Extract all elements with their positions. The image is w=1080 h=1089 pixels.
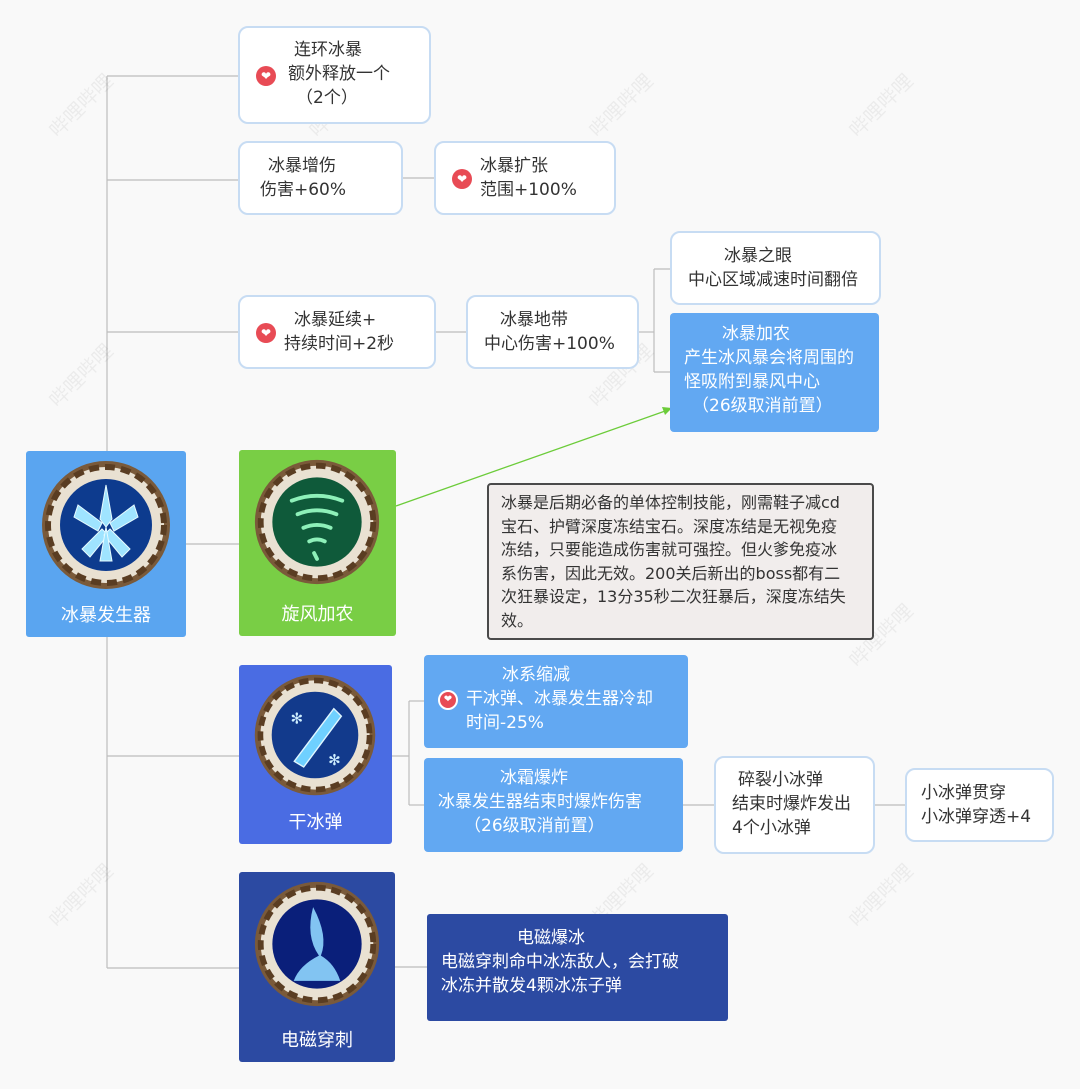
node-line: （26级取消前置）: [692, 396, 833, 416]
node-em-burst-ice[interactable]: 电磁爆冰 电磁穿刺命中冰冻敌人，会打破 冰冻并散发4颗冰冻子弹: [427, 914, 728, 1021]
note-line: 宝石、护臂深度冻结宝石。深度冻结是无视免疫: [501, 516, 838, 536]
note-line: 效。: [501, 610, 534, 630]
note-line: 系伤害，因此无效。200关后新出的boss都有二: [501, 563, 841, 583]
skill-em-pierce[interactable]: 电磁穿刺: [239, 872, 395, 1062]
node-line: 4个小冰弹: [732, 818, 811, 838]
note-line: 冻结，只要能造成伤害就可强控。但火爹免疫冰: [501, 540, 838, 559]
node-line: 伤害+60%: [260, 180, 347, 200]
node-line: 范围+100%: [480, 180, 577, 200]
node-line: 小冰弹穿透+4: [921, 807, 1032, 827]
node-line: （26级取消前置）: [464, 816, 605, 836]
note-line: 次狂暴设定，13分35秒二次狂暴后，深度冻结失: [501, 587, 846, 606]
node-blizzard-cannon[interactable]: 冰暴加农 产生冰风暴会将周围的 怪吸附到暴风中心 （26级取消前置）: [670, 313, 879, 432]
node-ice-reduction[interactable]: ❤ 冰系缩减 干冰弹、冰暴发生器冷却 时间-25%: [424, 655, 688, 748]
node-line: 中心区域减速时间翻倍: [688, 270, 858, 290]
skill-ice-generator[interactable]: 冰暴发生器: [26, 451, 186, 637]
node-line: （2个）: [296, 88, 358, 108]
skill-dry-ice-bullet[interactable]: ✻ ✻ 干冰弹: [239, 665, 392, 844]
strategy-note: 冰暴是后期必备的单体控制技能，刚需鞋子减cd 宝石、护臂深度冻结宝石。深度冻结是…: [487, 483, 874, 640]
node-frost-explosion[interactable]: 冰霜爆炸 冰暴发生器结束时爆炸伤害 （26级取消前置）: [424, 758, 683, 852]
node-blizzard-expand[interactable]: ❤ 冰暴扩张 范围+100%: [434, 141, 616, 215]
node-line: 冰系缩减: [502, 665, 570, 685]
node-pellet-pierce[interactable]: 小冰弹贯穿 小冰弹穿透+4: [905, 768, 1054, 842]
node-line: 冰暴发生器结束时爆炸伤害: [438, 792, 642, 812]
node-line: 中心伤害+100%: [484, 334, 615, 354]
node-blizzard-extend[interactable]: ❤ 冰暴延续+ 持续时间+2秒: [238, 295, 436, 369]
node-line: 干冰弹、冰暴发生器冷却: [466, 689, 653, 709]
svg-text:✻: ✻: [328, 751, 341, 769]
node-damage-boost[interactable]: 冰暴增伤 伤害+60%: [238, 141, 403, 215]
node-blizzard-eye[interactable]: 冰暴之眼 中心区域减速时间翻倍: [670, 231, 881, 305]
note-line: 冰暴是后期必备的单体控制技能，刚需鞋子减cd: [501, 493, 840, 512]
ice-bullet-icon: ✻ ✻: [254, 674, 376, 796]
electric-burst-icon: [254, 881, 380, 1007]
skill-name: 干冰弹: [288, 812, 343, 833]
heart-icon: ❤: [256, 66, 276, 86]
svg-text:✻: ✻: [291, 710, 304, 728]
node-line: 持续时间+2秒: [284, 334, 395, 354]
node-line: 冰霜爆炸: [500, 768, 568, 788]
node-line: 额外释放一个: [288, 64, 390, 84]
node-line: 电磁爆冰: [517, 928, 585, 948]
node-line: 产生冰风暴会将周围的: [684, 348, 854, 368]
node-chain-blizzard[interactable]: ❤ 连环冰暴 额外释放一个 （2个）: [238, 26, 431, 124]
node-line: 碎裂小冰弹: [738, 770, 823, 790]
tornado-icon: [254, 459, 380, 585]
node-blizzard-zone[interactable]: 冰暴地带 中心伤害+100%: [466, 295, 639, 369]
node-line: 冰暴延续+: [294, 310, 377, 330]
node-line: 冰冻并散发4颗冰冻子弹: [441, 976, 622, 996]
heart-icon: ❤: [438, 690, 458, 710]
skill-name: 电磁穿刺: [281, 1030, 353, 1051]
node-shatter-pellets[interactable]: 碎裂小冰弹 结束时爆炸发出 4个小冰弹: [714, 756, 875, 854]
ice-crystal-icon: [42, 461, 170, 589]
node-line: 冰暴扩张: [480, 156, 548, 176]
heart-icon: ❤: [452, 169, 472, 189]
skill-name: 冰暴发生器: [61, 605, 151, 626]
node-line: 冰暴加农: [722, 324, 790, 344]
node-line: 结束时爆炸发出: [732, 794, 851, 814]
node-line: 冰暴增伤: [268, 156, 336, 176]
heart-icon: ❤: [256, 323, 276, 343]
skill-name: 旋风加农: [281, 604, 354, 625]
node-line: 连环冰暴: [294, 40, 362, 60]
node-line: 冰暴地带: [500, 310, 568, 330]
node-line: 时间-25%: [466, 713, 544, 733]
node-line: 冰暴之眼: [724, 246, 792, 266]
node-line: 怪吸附到暴风中心: [684, 372, 820, 392]
node-line: 电磁穿刺命中冰冻敌人，会打破: [441, 952, 679, 972]
skill-whirlwind-cannon[interactable]: 旋风加农: [239, 450, 396, 636]
node-line: 小冰弹贯穿: [921, 783, 1006, 803]
